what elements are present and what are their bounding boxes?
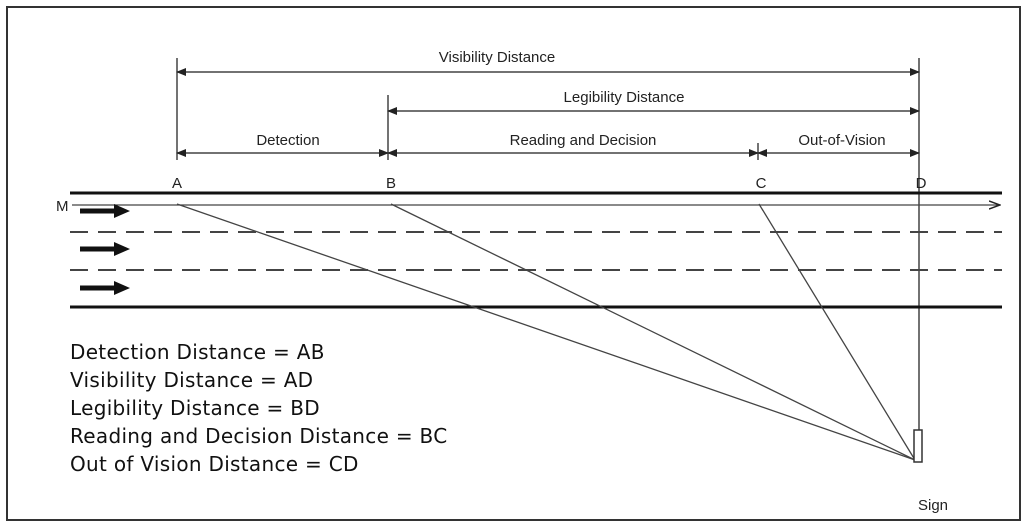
label-legibility-distance: Legibility Distance bbox=[564, 89, 685, 106]
legend: Detection Distance = AB Visibility Dista… bbox=[70, 338, 448, 478]
traffic-arrow-icon bbox=[80, 242, 130, 256]
label-out-of-vision: Out-of-Vision bbox=[798, 132, 885, 149]
diagram-frame bbox=[6, 6, 1021, 521]
sight-line-c bbox=[758, 203, 916, 461]
label-visibility-distance: Visibility Distance bbox=[439, 49, 555, 66]
traffic-arrow-icon bbox=[80, 204, 130, 218]
legend-item: Reading and Decision Distance = BC bbox=[70, 424, 448, 448]
point-label-d: D bbox=[916, 175, 927, 192]
label-reading-decision: Reading and Decision bbox=[510, 132, 657, 149]
legend-item: Detection Distance = AB bbox=[70, 340, 325, 364]
traffic-arrow-icon bbox=[80, 281, 130, 295]
legend-item: Legibility Distance = BD bbox=[70, 396, 320, 420]
motorist-label: M bbox=[56, 198, 69, 215]
point-label-a: A bbox=[172, 175, 182, 192]
point-label-b: B bbox=[386, 175, 396, 192]
legend-item: Visibility Distance = AD bbox=[70, 368, 314, 392]
sign-label: Sign bbox=[918, 497, 948, 514]
legend-item: Out of Vision Distance = CD bbox=[70, 452, 359, 476]
sight-line-a bbox=[176, 203, 916, 461]
label-detection: Detection bbox=[256, 132, 319, 149]
sight-line-b bbox=[390, 203, 916, 461]
sign-icon bbox=[913, 429, 923, 463]
point-label-c: C bbox=[756, 175, 767, 192]
